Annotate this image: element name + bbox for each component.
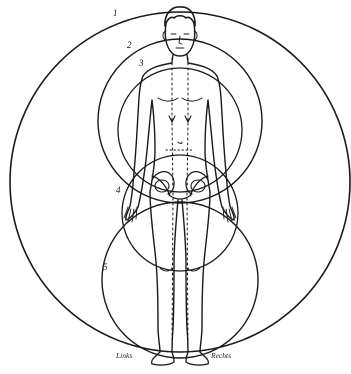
circle-1-number: 1 [113, 8, 118, 18]
right-leg [182, 192, 210, 352]
left-leg [150, 192, 178, 352]
axis-lines [166, 58, 194, 350]
axis-line-left [172, 58, 173, 350]
nose [179, 36, 182, 44]
circle-4-number: 4 [116, 185, 121, 195]
pelvis [152, 176, 208, 196]
circle-2-number: 2 [127, 40, 132, 50]
circle-2 [98, 39, 262, 203]
proportion-circles [10, 12, 350, 358]
hip-bones [152, 172, 208, 199]
left-foot-label: Links [115, 351, 132, 360]
circle-5 [102, 202, 258, 358]
right-foot-label: Rechts [210, 351, 231, 360]
circle-1 [10, 12, 350, 352]
circle-5-number: 5 [103, 262, 108, 272]
chest [158, 98, 202, 101]
circle-3-number: 3 [138, 58, 144, 68]
navel [178, 142, 182, 144]
hair [165, 7, 195, 26]
circle-number-labels: 1 2 3 4 5 [103, 8, 144, 272]
axis-line-right [187, 58, 188, 350]
